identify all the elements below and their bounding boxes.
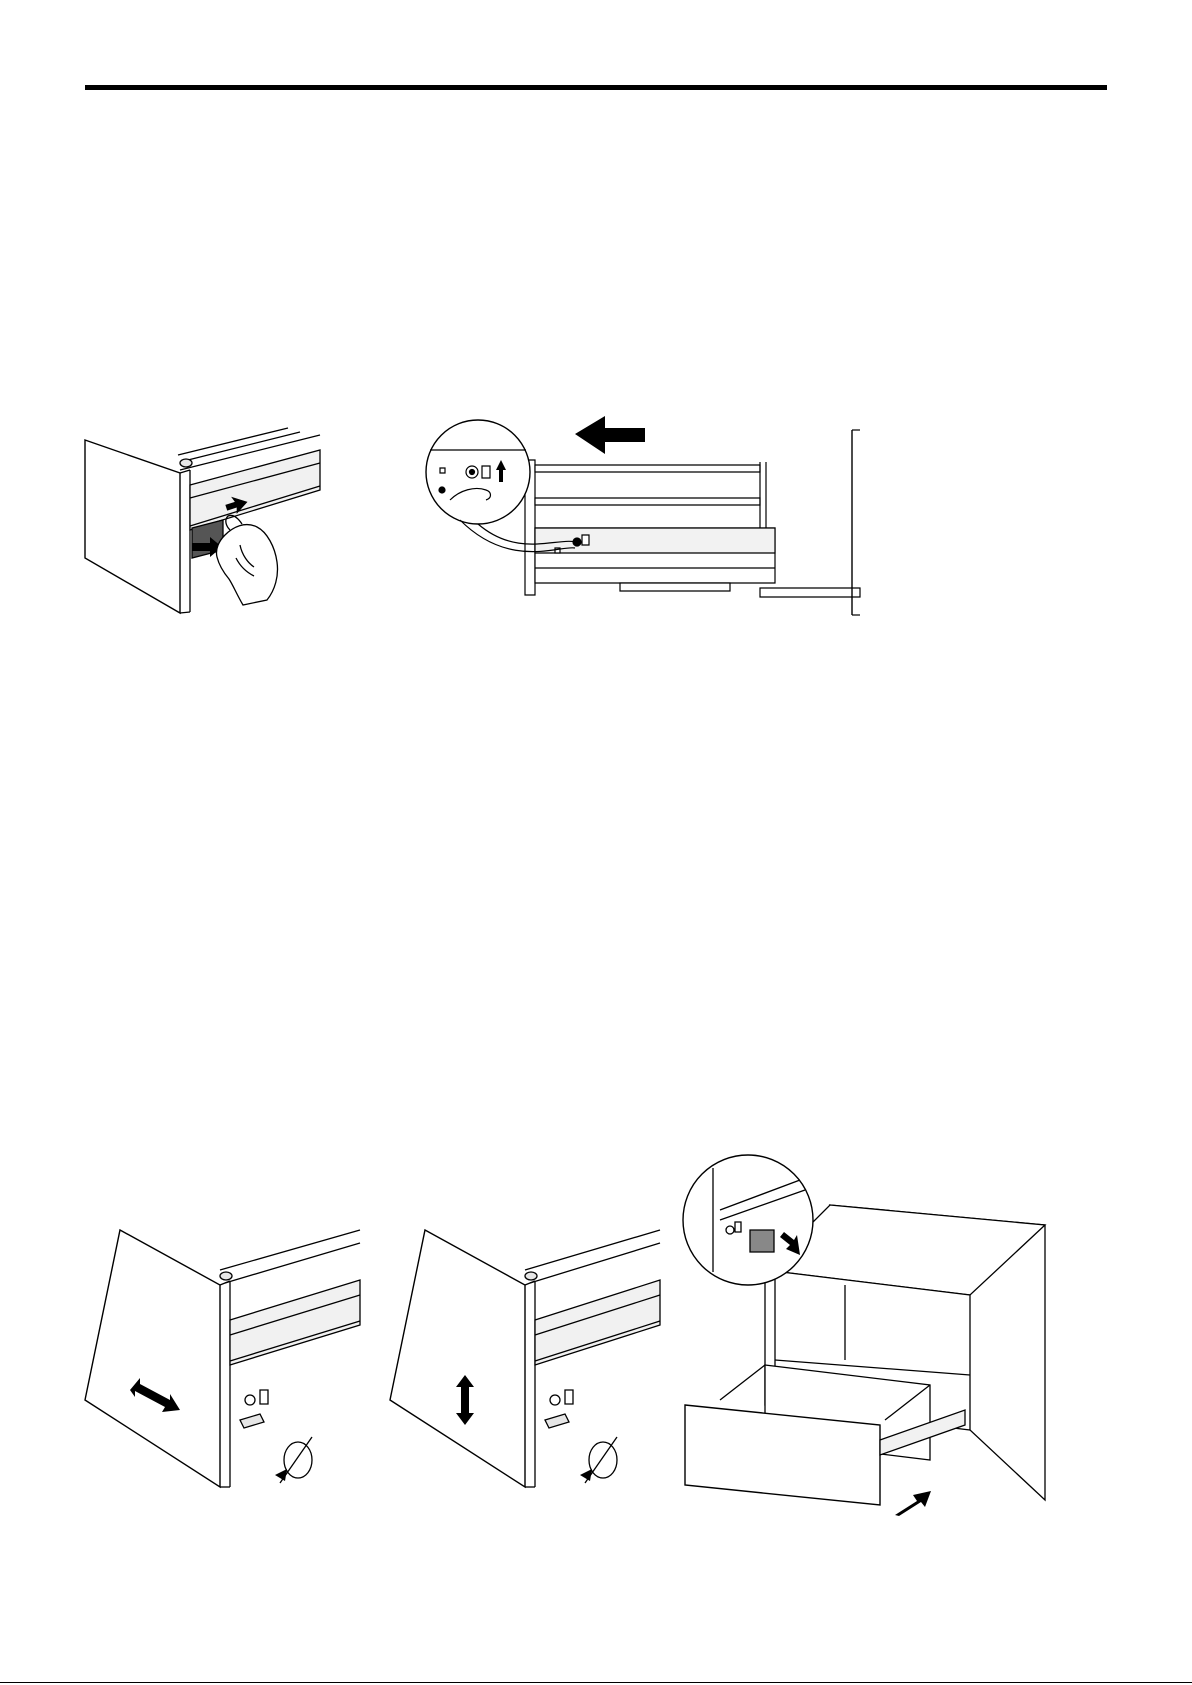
header-rule <box>85 85 1107 90</box>
footer-rule <box>0 1682 1192 1683</box>
figure-height-adjust <box>385 1225 665 1490</box>
figure-drawer-removal <box>420 420 870 620</box>
figure-drawer-insert <box>680 1160 1050 1515</box>
figure-release-lever <box>80 430 330 620</box>
figure-side-adjust <box>80 1225 360 1490</box>
